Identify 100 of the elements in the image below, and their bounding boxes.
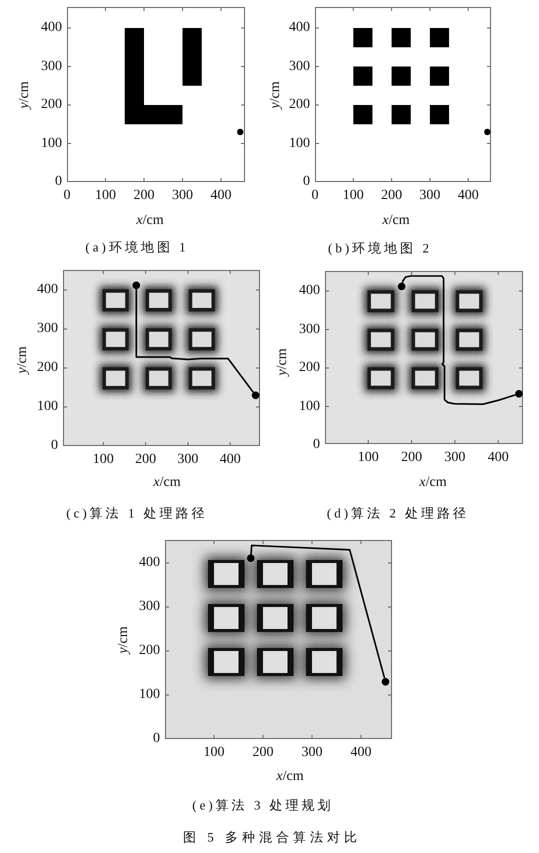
obstacle-block [254, 601, 296, 635]
tick-label: 300 [37, 322, 58, 336]
axis-label: y/cm [18, 81, 32, 109]
dot-marker-icon [252, 392, 260, 400]
tick-label: 300 [41, 60, 62, 74]
obstacle-block [392, 28, 411, 48]
tick-label: 300 [289, 60, 310, 74]
tick-label: 100 [289, 136, 310, 150]
tick-label: 300 [419, 189, 440, 203]
path-line [402, 275, 516, 405]
obstacle-block [254, 645, 296, 679]
tick-label: 400 [350, 746, 372, 760]
axis-label: x/cm [419, 476, 447, 490]
tick-label: 100 [92, 453, 114, 467]
tick-label: 400 [41, 21, 62, 35]
tick-label: 400 [458, 189, 479, 203]
tick-label: 0 [313, 438, 320, 452]
tick-label: 200 [252, 746, 274, 760]
dot-marker-icon [382, 678, 390, 686]
axis-label: y/cm [16, 346, 30, 374]
tick-label: 0 [64, 189, 70, 203]
obstacle-block [205, 645, 248, 679]
dot-marker-icon [237, 128, 244, 136]
panel-caption: (b)环境地图 2 [328, 240, 432, 256]
tick-label: 200 [135, 453, 156, 467]
tick-label: 100 [95, 189, 116, 203]
obstacle-block [186, 286, 218, 314]
obstacle-block [452, 364, 486, 392]
obstacle-block [186, 325, 218, 354]
axis-label: x/cm [136, 214, 164, 228]
tick-label: 100 [37, 400, 58, 414]
tick-label: 400 [210, 189, 232, 203]
obstacle-block [186, 364, 218, 392]
obstacle-block [392, 105, 411, 124]
plot-area [315, 7, 491, 182]
tick-label: 100 [204, 746, 224, 760]
obstacle-block [353, 66, 372, 86]
tick-label: 200 [134, 189, 154, 203]
axis-label: x/cm [153, 476, 181, 490]
tick-label: 200 [401, 451, 422, 465]
obstacle-block [353, 28, 372, 48]
obstacle-block [205, 557, 248, 591]
obstacle-block [430, 105, 450, 124]
tick-label: 200 [299, 361, 320, 375]
dot-marker-icon [484, 128, 491, 136]
dot-marker-icon [515, 390, 523, 398]
plot-area [165, 540, 392, 739]
obstacle-block [408, 287, 442, 316]
obstacle-block [452, 326, 486, 354]
axis-label: y/cm [269, 81, 283, 109]
tick-label: 300 [302, 746, 322, 760]
obstacle-block [254, 557, 296, 591]
obstacle-block [408, 326, 442, 354]
obstacle-block [182, 28, 202, 86]
tick-label: 0 [153, 732, 160, 746]
obstacle-block [303, 557, 346, 591]
axis-label: y/cm [117, 626, 131, 654]
tick-label: 100 [299, 400, 320, 414]
tick-label: 100 [41, 136, 62, 150]
panel-caption: (e)算法 3 处理规划 [192, 798, 334, 812]
tick-label: 200 [41, 98, 62, 112]
tick-label: 300 [177, 453, 198, 467]
tick-label: 400 [488, 451, 509, 465]
obstacle-block [142, 364, 175, 392]
obstacle-block [452, 287, 486, 316]
obstacle-block [408, 364, 442, 392]
tick-label: 400 [139, 556, 160, 570]
plot-area [67, 7, 245, 182]
obstacle-block [430, 66, 450, 86]
tick-label: 300 [172, 189, 193, 203]
tick-label: 200 [37, 361, 58, 375]
tick-label: 300 [139, 600, 160, 614]
obstacle-block [430, 28, 450, 48]
plot-area [63, 270, 260, 446]
axis-label: x/cm [382, 214, 410, 228]
obstacle-block [364, 287, 398, 316]
obstacle-block [99, 364, 132, 392]
obstacle-block [124, 28, 182, 124]
tick-label: 400 [220, 453, 241, 467]
obstacle-block [205, 601, 248, 635]
obstacle-block [99, 325, 132, 354]
dot-marker-icon [246, 554, 255, 562]
obstacle-block [364, 326, 398, 354]
obstacle-block [392, 66, 411, 86]
tick-label: 400 [299, 284, 320, 298]
tick-label: 0 [55, 175, 62, 189]
path-line [250, 544, 386, 678]
obstacle-block [99, 286, 132, 314]
tick-label: 100 [342, 189, 364, 203]
tick-label: 0 [51, 439, 58, 453]
panel-caption: (c)算法 1 处理路径 [66, 506, 208, 520]
tick-label: 0 [312, 189, 318, 203]
obstacle-block [303, 645, 346, 679]
obstacle-block [142, 325, 175, 354]
obstacle-block [364, 364, 398, 392]
panel-caption: (d)算法 2 处理路径 [326, 506, 470, 520]
axis-label: x/cm [276, 770, 304, 784]
tick-label: 400 [289, 21, 310, 35]
panel-caption: (a)环境地图 1 [85, 240, 189, 254]
tick-label: 400 [37, 283, 58, 297]
